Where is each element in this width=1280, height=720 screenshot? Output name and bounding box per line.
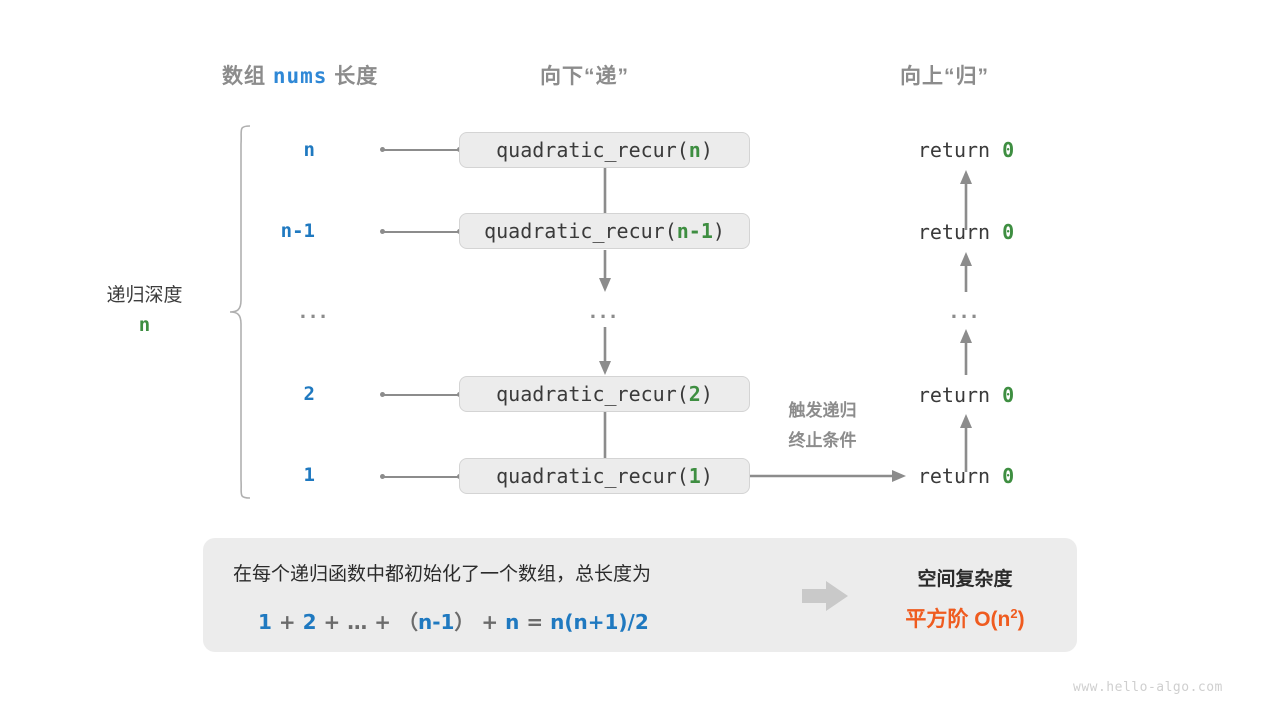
return-1: return 0 <box>880 220 1052 244</box>
call-box-0-arg: n <box>688 138 701 162</box>
formula-op-4: + <box>481 610 499 634</box>
descend-arrow-1 <box>599 250 611 292</box>
call-box-1-prefix: quadratic_recur( <box>484 219 677 243</box>
formula-result: n(n+1)/2 <box>550 610 649 634</box>
complexity-label: 平方阶 <box>905 608 969 631</box>
depth-label-value: n <box>138 313 151 336</box>
return-1-word: return <box>917 220 991 244</box>
call-box-0[interactable]: quadratic_recur(n) <box>459 132 750 168</box>
depth-label-group: 递归深度 n <box>92 282 197 339</box>
return-2-ellipsis: ... <box>950 298 982 323</box>
return-3-word: return <box>917 383 991 407</box>
watermark: www.hello-algo.com <box>1073 680 1223 695</box>
call-box-3-prefix: quadratic_recur( <box>496 382 689 406</box>
connector-dot-left-0 <box>380 147 385 152</box>
call-box-4-arg: 1 <box>688 464 701 488</box>
trigger-note: 触发递归 终止条件 <box>760 396 885 456</box>
summary-description: 在每个递归函数中都初始化了一个数组，总长度为 <box>233 564 652 585</box>
call-box-0-prefix: quadratic_recur( <box>496 138 689 162</box>
formula-term-1: 1 <box>258 610 272 634</box>
connector-dot-left-3 <box>380 392 385 397</box>
connector-dot-left-1 <box>380 229 385 234</box>
call-box-1-arg: n-1 <box>676 219 713 243</box>
header-array-prefix: 数组 <box>222 65 266 88</box>
complexity-exponent: 2 <box>1010 606 1018 621</box>
summary-arrow-icon <box>802 581 848 611</box>
connector-line-3 <box>383 394 462 396</box>
formula-paren-close: ） <box>454 610 475 634</box>
return-3: return 0 <box>880 383 1052 407</box>
return-4-value: 0 <box>1002 464 1015 488</box>
row-label-4: 1 <box>303 464 315 486</box>
call-box-3[interactable]: quadratic_recur(2) <box>459 376 750 412</box>
descend-arrow-2 <box>599 327 611 375</box>
row-label-1: n-1 <box>280 220 315 242</box>
call-box-4-prefix: quadratic_recur( <box>496 464 689 488</box>
connector-dot-left-4 <box>380 474 385 479</box>
call-box-1[interactable]: quadratic_recur(n-1) <box>459 213 750 249</box>
ascend-arrow-1 <box>960 252 972 292</box>
return-0-value: 0 <box>1002 138 1015 162</box>
formula-op-2: + <box>323 610 341 634</box>
trigger-note-line2: 终止条件 <box>788 430 857 450</box>
return-1-value: 0 <box>1002 220 1015 244</box>
formula-term-3-ellipsis: … <box>347 610 368 634</box>
return-3-value: 0 <box>1002 383 1015 407</box>
formula-term-2: 2 <box>302 610 317 634</box>
call-box-3-suffix: ) <box>700 382 713 406</box>
connector-line-0 <box>383 149 462 151</box>
ascend-arrow-0 <box>960 170 972 230</box>
formula-op-1: + <box>278 610 296 634</box>
formula-equals: = <box>526 610 544 634</box>
row-label-2-ellipsis: ... <box>299 298 331 323</box>
summary-formula: 1 + 2 + … + （n-1） + n = n(n+1)/2 <box>258 606 649 635</box>
header-ascend: 向上“归” <box>900 65 989 88</box>
header-descend: 向下“递” <box>540 65 629 88</box>
formula-paren-open: （ <box>397 610 418 634</box>
depth-brace <box>229 125 251 499</box>
formula-op-3: + <box>374 610 391 634</box>
call-box-0-suffix: ) <box>700 138 713 162</box>
formula-term-4: n-1 <box>417 610 455 634</box>
connector-line-4 <box>383 476 462 478</box>
return-0: return 0 <box>880 138 1052 162</box>
call-box-2-ellipsis: ... <box>589 298 621 323</box>
header-array-length: 数组 nums 长度 <box>222 60 378 90</box>
connector-line-1 <box>383 231 462 233</box>
base-case-arrow <box>750 470 906 482</box>
ascend-arrow-2 <box>960 329 972 375</box>
depth-label-text: 递归深度 <box>106 285 183 306</box>
row-label-0: n <box>303 139 315 161</box>
header-array-code: nums <box>272 64 328 88</box>
return-4-word: return <box>917 464 991 488</box>
formula-term-5: n <box>505 610 520 634</box>
complexity-value: 平方阶 O(n2) <box>870 603 1060 633</box>
complexity-big-o: O(n <box>974 608 1011 631</box>
summary-panel <box>203 538 1077 652</box>
ascend-arrow-3 <box>960 414 972 472</box>
return-4: return 0 <box>880 464 1052 488</box>
call-box-4[interactable]: quadratic_recur(1) <box>459 458 750 494</box>
call-box-3-arg: 2 <box>688 382 701 406</box>
return-0-word: return <box>917 138 991 162</box>
complexity-title: 空间复杂度 <box>917 569 1013 590</box>
complexity-close-paren: ) <box>1017 608 1025 631</box>
trigger-note-line1: 触发递归 <box>788 401 857 420</box>
call-box-4-suffix: ) <box>700 464 713 488</box>
row-label-3: 2 <box>303 383 315 405</box>
header-array-suffix: 长度 <box>334 65 379 88</box>
call-box-1-suffix: ) <box>712 219 725 243</box>
